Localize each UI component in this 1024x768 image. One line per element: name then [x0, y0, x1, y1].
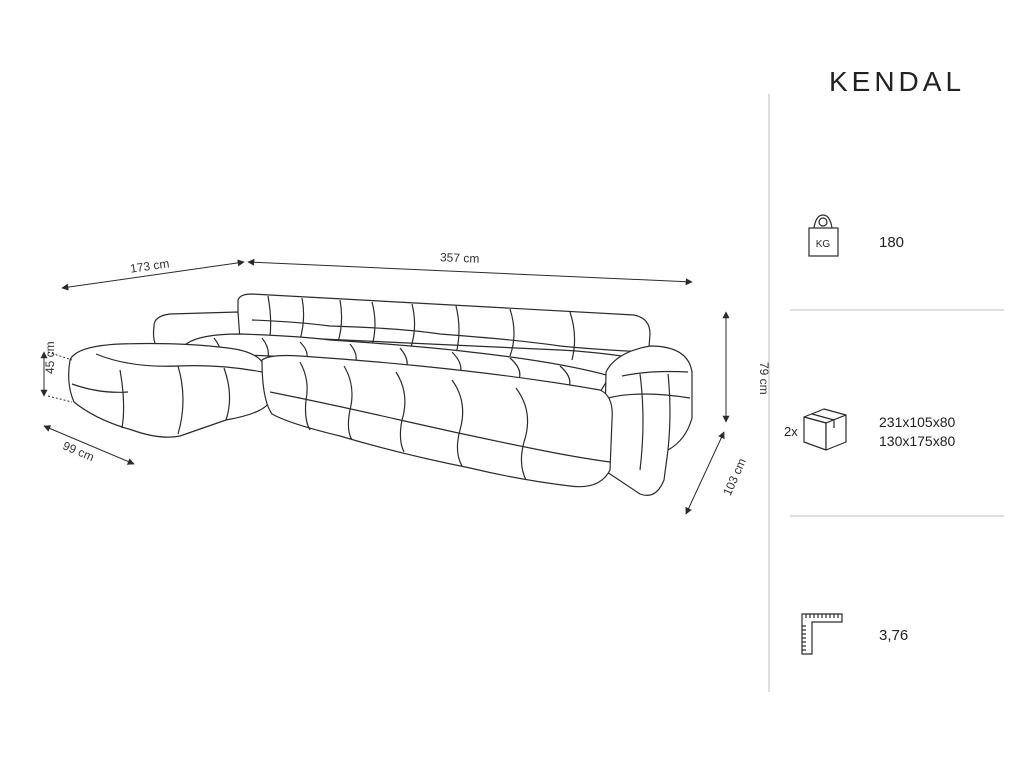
dim-line-357: [247, 258, 693, 286]
package-size-1: 231x105x80: [879, 414, 956, 430]
dim-line-173: [61, 259, 245, 291]
dim-label-173: 173 cm: [129, 256, 170, 275]
kg-icon-label: KG: [816, 239, 831, 250]
volume-value: 3,76: [879, 627, 909, 644]
dim-line-103: [685, 431, 725, 515]
sofa-front-seat: [261, 354, 613, 488]
box-package-icon: [803, 408, 847, 451]
ruler-square-icon: [801, 613, 843, 655]
package-size-2: 130x175x80: [879, 433, 956, 449]
dim-label-99: 99 cm: [61, 439, 97, 465]
dim-label-103: 103 cm: [720, 456, 749, 498]
dimension-lines: [40, 258, 730, 515]
dim-line-99: [43, 425, 135, 465]
dim-label-357: 357 cm: [440, 250, 480, 265]
sofa-drawing: [68, 293, 693, 496]
package-sizes: 231x105x80 130x175x80: [879, 413, 955, 451]
dim-label-45: 45 cm: [43, 341, 57, 374]
product-title: KENDAL: [828, 66, 966, 97]
package-count: 2x: [784, 424, 798, 439]
weight-value: 180: [879, 234, 905, 251]
sofa-right-arm: [603, 345, 693, 496]
kg-weight-icon: [808, 214, 839, 257]
dim-label-79: 79 cm: [757, 362, 771, 395]
panel-dividers: [768, 94, 1004, 692]
